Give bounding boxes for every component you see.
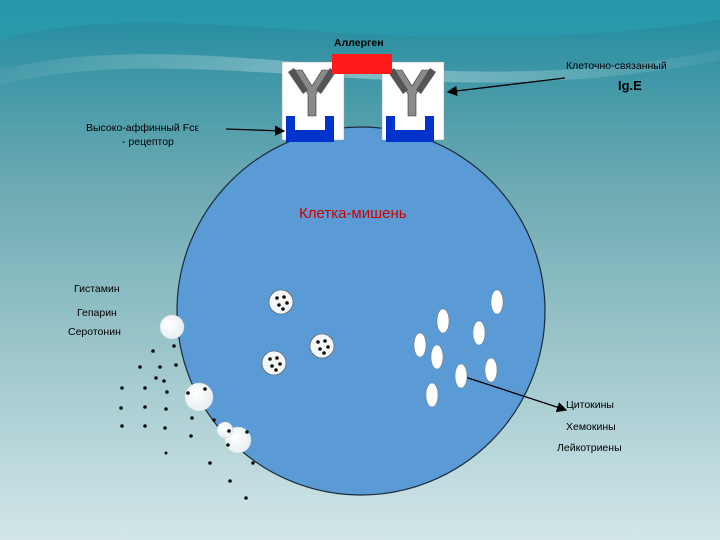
allergen-block xyxy=(332,54,392,74)
vesicle xyxy=(455,364,467,388)
target-cell-label: Клетка-мишень xyxy=(299,205,407,222)
ige-label: Ig.E xyxy=(618,78,642,93)
granule xyxy=(269,290,293,314)
heparin-label: Гепарин xyxy=(77,307,117,319)
chemokines-label: Хемокины xyxy=(566,421,616,433)
vesicle xyxy=(473,321,485,345)
cell-bound-ige-label: Клеточно-связанный xyxy=(566,60,667,72)
receptor-label: Высоко-аффинный Fcε xyxy=(86,122,199,134)
vesicle xyxy=(414,333,426,357)
cytokines-label: Цитокины xyxy=(566,399,614,411)
vesicle xyxy=(431,345,443,369)
leukotrienes-label: Лейкотриены xyxy=(557,442,622,454)
vesicle xyxy=(485,358,497,382)
granule xyxy=(310,334,334,358)
vesicle xyxy=(491,290,503,314)
receptor-label-line2: - рецептор xyxy=(122,136,174,148)
granule xyxy=(262,351,286,375)
serotonin-label: Серотонин xyxy=(68,326,121,338)
allergen-label: Аллерген xyxy=(334,37,384,49)
vesicle xyxy=(426,383,438,407)
vesicle xyxy=(437,309,449,333)
histamine-label: Гистамин xyxy=(74,283,120,295)
